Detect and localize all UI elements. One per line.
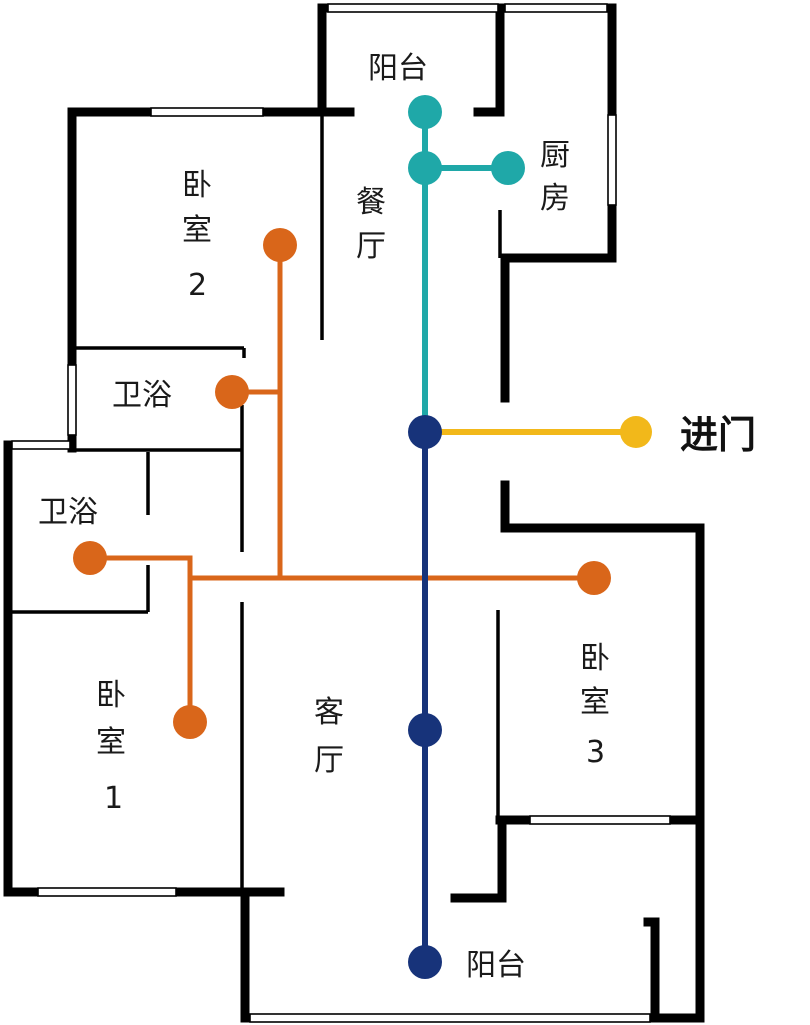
label-bath-upper: 卫浴 bbox=[112, 378, 172, 413]
node-bedroom2 bbox=[263, 228, 297, 262]
label-balcony-bottom: 阳台 bbox=[466, 948, 526, 983]
label-bedroom1-3: 1 bbox=[104, 781, 123, 816]
label-bedroom3-3: 3 bbox=[586, 735, 605, 770]
label-kitchen-1: 厨 bbox=[540, 138, 570, 173]
path-nodes bbox=[73, 95, 652, 979]
node-living bbox=[408, 713, 442, 747]
node-bath-lower bbox=[73, 541, 107, 575]
label-dining-2: 厅 bbox=[356, 229, 386, 264]
label-dining-1: 餐 bbox=[356, 185, 386, 220]
label-living-1: 客 bbox=[314, 695, 344, 730]
room-labels: 阳台 厨 房 餐 厅 卧 室 2 卫浴 卫浴 卧 室 1 客 厅 卧 室 3 阳… bbox=[38, 51, 756, 983]
label-bedroom1-1: 卧 bbox=[96, 678, 126, 713]
label-bedroom2-3: 2 bbox=[188, 268, 207, 303]
node-hub bbox=[408, 415, 442, 449]
windows bbox=[11, 3, 671, 1023]
label-bedroom3-1: 卧 bbox=[580, 641, 610, 676]
node-bedroom1 bbox=[173, 705, 207, 739]
node-bedroom3 bbox=[577, 561, 611, 595]
node-dining bbox=[408, 151, 442, 185]
node-balcony-bottom bbox=[408, 945, 442, 979]
walls bbox=[3, 3, 705, 1023]
node-bath-upper bbox=[215, 375, 249, 409]
private-path bbox=[90, 245, 594, 722]
label-balcony-top: 阳台 bbox=[368, 51, 428, 86]
node-kitchen bbox=[491, 151, 525, 185]
node-balcony-top bbox=[408, 95, 442, 129]
label-kitchen-2: 房 bbox=[540, 181, 570, 216]
node-entrance bbox=[620, 416, 652, 448]
label-bedroom1-2: 室 bbox=[96, 725, 126, 760]
label-living-2: 厅 bbox=[314, 743, 344, 778]
label-bedroom3-2: 室 bbox=[580, 685, 610, 720]
label-bath-lower: 卫浴 bbox=[38, 495, 98, 530]
label-entrance: 进门 bbox=[680, 413, 756, 457]
label-bedroom2-2: 室 bbox=[182, 213, 212, 248]
label-bedroom2-1: 卧 bbox=[182, 168, 212, 203]
